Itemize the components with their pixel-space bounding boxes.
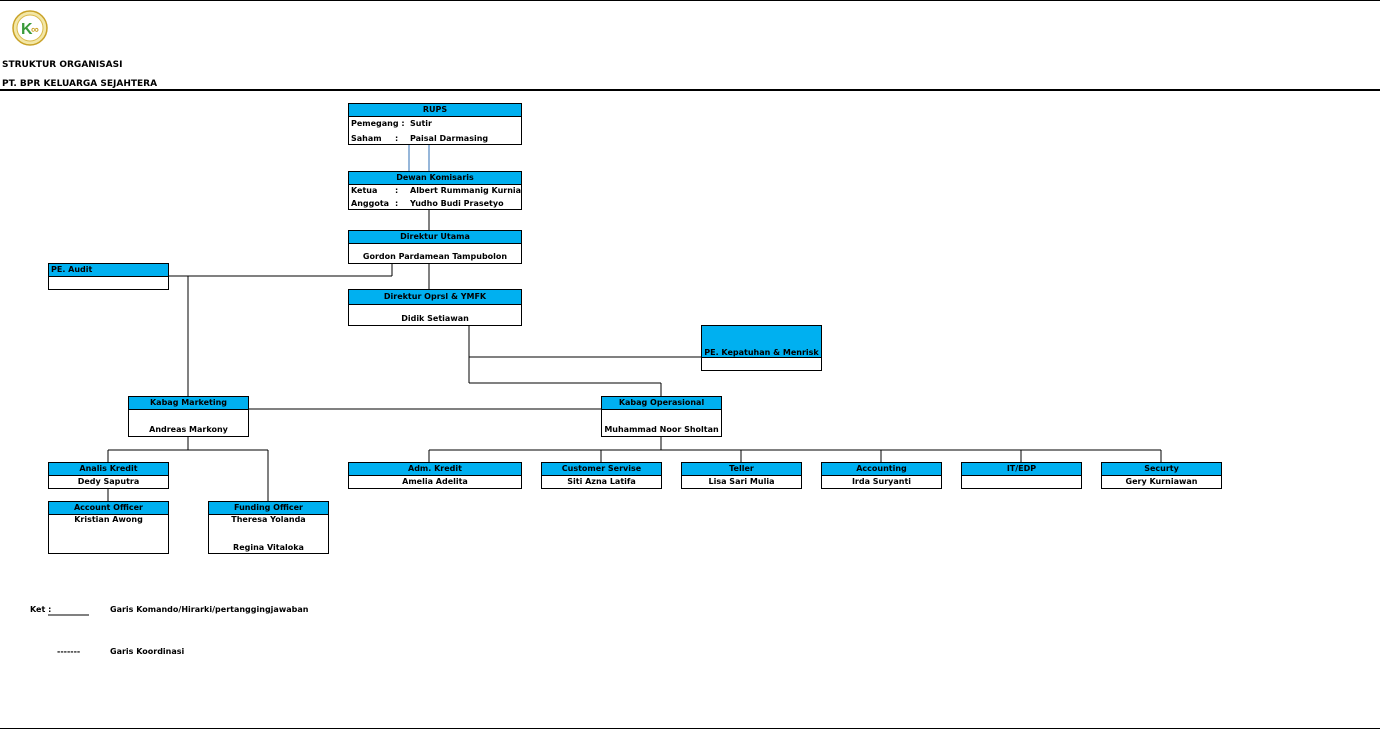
direktur-oprsl-box: Direktur Oprsl & YMFK Didik Setiawan [348, 289, 522, 326]
dewan-row1-value: Albert Rummanig Kurnia [410, 186, 522, 195]
pe-kepatuhan-title-text: PE. Kepatuhan & Menrisk [704, 348, 819, 357]
rups-row2-colon: : [395, 134, 399, 143]
staff-adm-kredit-name: Amelia Adelita [402, 477, 468, 486]
direktur-utama-box: Direktur Utama Gordon Pardamean Tampubol… [348, 230, 522, 264]
staff-securty-title: Securty [1102, 463, 1221, 476]
rups-box: RUPS Pemegang : Sutir Saham : Paisal Dar… [348, 103, 522, 145]
svg-text:∞: ∞ [31, 24, 39, 36]
analis-kredit-title: Analis Kredit [49, 463, 168, 476]
analis-kredit-box: Analis Kredit Dedy Saputra [48, 462, 169, 489]
direktur-utama-title: Direktur Utama [349, 231, 521, 244]
dewan-row2-colon: : [395, 199, 399, 208]
top-border [0, 0, 1380, 1]
funding-officer-name-1: Theresa Yolanda [231, 515, 306, 524]
account-officer-title: Account Officer [49, 502, 168, 515]
bottom-border [0, 728, 1380, 729]
staff-adm-kredit-box: Adm. Kredit Amelia Adelita [348, 462, 522, 489]
staff-teller-title: Teller [682, 463, 801, 476]
kabag-marketing-name: Andreas Markony [149, 425, 228, 434]
funding-officer-box: Funding Officer Theresa Yolanda Regina V… [208, 501, 329, 554]
direktur-utama-name: Gordon Pardamean Tampubolon [362, 252, 508, 261]
dewan-row2-value: Yudho Budi Prasetyo [410, 199, 504, 208]
funding-officer-name-2: Regina Vitaloka [233, 543, 304, 552]
kabag-operasional-box: Kabag Operasional Muhammad Noor Sholtan [601, 396, 722, 437]
staff-accounting-name: Irda Suryanti [851, 477, 912, 486]
dewan-row1-colon: : [395, 186, 399, 195]
legend-dashed-desc: Garis Koordinasi [110, 647, 185, 656]
kabag-operasional-title: Kabag Operasional [602, 397, 721, 410]
rups-row1-label: Pemegang : [351, 119, 405, 128]
staff-customer-servise-title: Customer Servise [542, 463, 661, 476]
staff-accounting-title: Accounting [822, 463, 941, 476]
analis-kredit-name: Dedy Saputra [77, 477, 140, 486]
staff-teller-name: Lisa Sari Mulia [708, 477, 775, 486]
rups-title: RUPS [349, 104, 521, 117]
rups-row1-value: Sutir [410, 119, 432, 128]
account-officer-name: Kristian Awong [74, 515, 143, 524]
company-logo: K ∞ [12, 10, 48, 46]
rups-row2-value: Paisal Darmasing [410, 134, 489, 143]
pe-audit-title: PE. Audit [49, 264, 168, 277]
header-divider [0, 89, 1380, 91]
direktur-oprsl-title: Direktur Oprsl & YMFK [349, 290, 521, 305]
dewan-komisaris-box: Dewan Komisaris Ketua : Albert Rummanig … [348, 171, 522, 210]
pe-kepatuhan-title: PE. Kepatuhan & Menrisk [702, 326, 821, 358]
dewan-row2-label: Anggota [351, 199, 390, 208]
staff-securty-name: Gery Kurniawan [1125, 477, 1198, 486]
rups-row2-label: Saham [351, 134, 382, 143]
staff-accounting-box: Accounting Irda Suryanti [821, 462, 942, 489]
staff-customer-servise-name: Siti Azna Latifa [567, 477, 636, 486]
legend-ket-label: Ket : [30, 605, 52, 614]
staff-securty-box: Securty Gery Kurniawan [1101, 462, 1222, 489]
staff-customer-servise-box: Customer Servise Siti Azna Latifa [541, 462, 662, 489]
staff-it-edp-title: IT/EDP [962, 463, 1081, 476]
dewan-title: Dewan Komisaris [349, 172, 521, 185]
pe-audit-box: PE. Audit [48, 263, 169, 290]
staff-it-edp-box: IT/EDP [961, 462, 1082, 489]
legend-solid-desc: Garis Komando/Hirarki/pertanggingjawaban [110, 605, 309, 614]
legend-dashed-symbol: ------- [57, 647, 81, 656]
page-title: STRUKTUR ORGANISASI [2, 60, 123, 70]
pe-kepatuhan-box: PE. Kepatuhan & Menrisk [701, 325, 822, 371]
account-officer-box: Account Officer Kristian Awong [48, 501, 169, 554]
company-name: PT. BPR KELUARGA SEJAHTERA [2, 79, 158, 89]
funding-officer-title: Funding Officer [209, 502, 328, 515]
staff-adm-kredit-title: Adm. Kredit [349, 463, 521, 476]
kabag-marketing-box: Kabag Marketing Andreas Markony [128, 396, 249, 437]
dewan-row1-label: Ketua [351, 186, 378, 195]
direktur-oprsl-name: Didik Setiawan [401, 314, 469, 323]
staff-teller-box: Teller Lisa Sari Mulia [681, 462, 802, 489]
svg-text:K: K [21, 21, 33, 38]
kabag-operasional-name: Muhammad Noor Sholtan [604, 425, 719, 434]
kabag-marketing-title: Kabag Marketing [129, 397, 248, 410]
